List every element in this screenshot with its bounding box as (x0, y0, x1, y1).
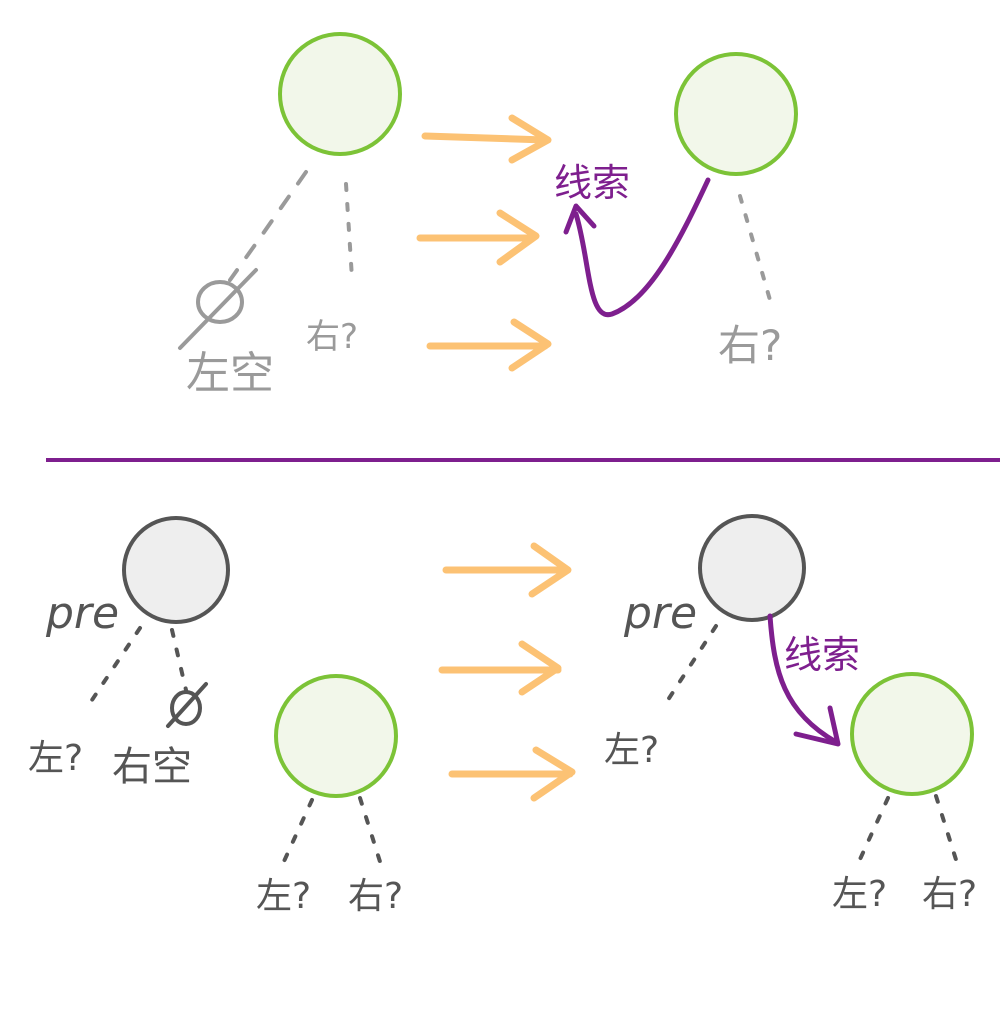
bottom-arrows (438, 542, 576, 802)
top-right-branch-right (738, 194, 772, 302)
top-thread-curve (573, 177, 711, 318)
bottom-left-pre-node (122, 516, 230, 624)
bottom-thread-label: 线索 (784, 633, 860, 677)
top-thread-label: 线索 (554, 161, 630, 205)
top-arrows (416, 114, 552, 372)
bottom-left-green-right-q-label: 右? (348, 876, 403, 917)
bottom-right-pre-node (698, 514, 806, 622)
bottom-panel: pre 左? 右空 左? 右? (28, 514, 977, 917)
top-left-empty-label: 左空 (186, 348, 274, 399)
top-left-branch-left (228, 170, 308, 282)
top-panel: 左空 右? 右? 线索 (178, 32, 798, 399)
bottom-right-green-right-q-label: 右? (922, 874, 977, 915)
bottom-arrow-3 (448, 746, 576, 802)
bottom-empty-set-icon (166, 682, 208, 728)
bottom-left-pre-branch-right (170, 628, 188, 692)
top-left-node (278, 32, 402, 156)
top-right-node (674, 52, 798, 176)
top-left-branch-right (344, 182, 354, 280)
top-left-right-q-label: 右? (306, 317, 358, 357)
bottom-right-left-q-label: 左? (604, 730, 659, 771)
bottom-right-green-branch-left (854, 796, 890, 870)
bottom-right-green-branch-right (934, 794, 960, 868)
top-thread-arrowhead (563, 203, 597, 235)
bottom-right-pre-branch-left (662, 624, 718, 708)
bottom-left-pre-label: pre (45, 588, 119, 639)
bottom-thread-curve (767, 613, 839, 745)
bottom-left-pre-branch-left (86, 626, 142, 708)
bottom-left-green-branch-right (358, 796, 384, 870)
top-arrow-3 (426, 318, 552, 372)
bottom-left-right-empty-label: 右空 (112, 744, 192, 790)
top-arrow-2 (416, 209, 540, 266)
bottom-right-green-left-q-label: 左? (832, 874, 887, 915)
top-right-right-q-label: 右? (718, 321, 782, 370)
top-arrow-1 (421, 114, 552, 164)
bottom-left-green-left-q-label: 左? (256, 876, 311, 917)
bottom-left-green-node (274, 674, 398, 798)
bottom-right-pre-label: pre (623, 588, 697, 639)
bottom-left-green-branch-left (278, 798, 314, 872)
top-empty-set-icon (178, 268, 258, 350)
bottom-right-green-node (850, 672, 974, 796)
bottom-arrow-2 (438, 640, 562, 696)
bottom-arrow-1 (442, 542, 572, 598)
bottom-thread-arrowhead (793, 705, 841, 747)
bottom-left-left-q-label: 左? (28, 738, 83, 779)
